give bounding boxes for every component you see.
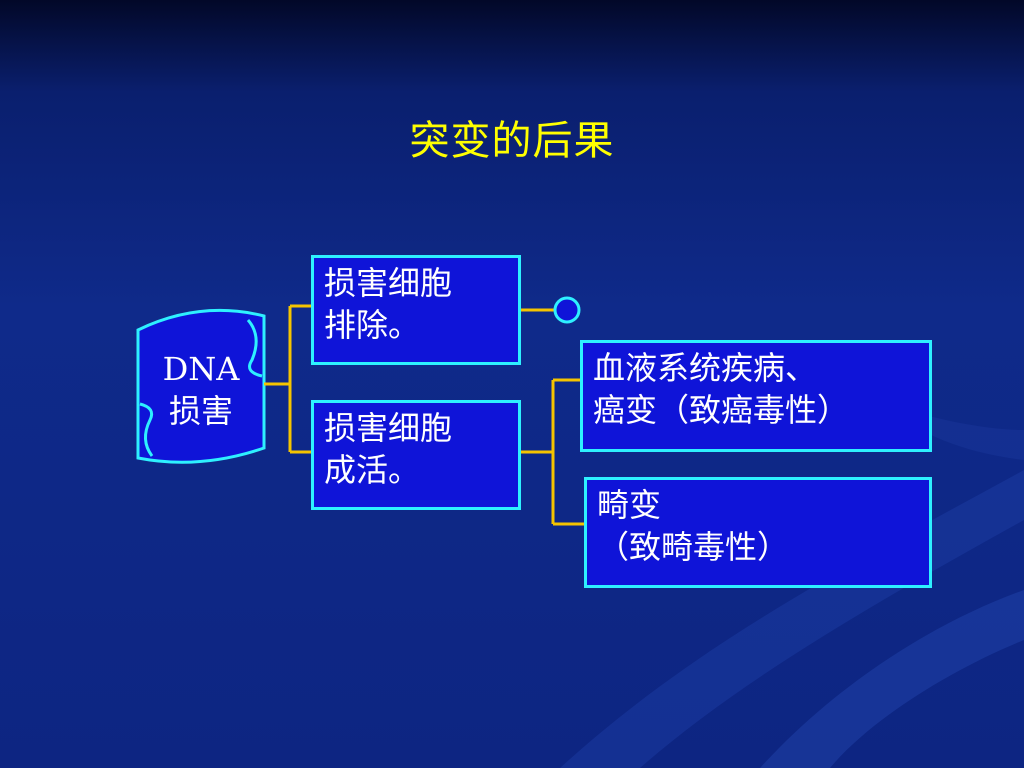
slide-title: 突变的后果: [409, 118, 615, 164]
node-blood-line1: 血液系统疾病、: [593, 349, 818, 387]
dna-label-line2: 损害: [168, 392, 233, 430]
terminal-circle-icon: [553, 296, 581, 324]
node-blood-line2: 癌变（致癌毒性）: [593, 391, 850, 429]
node-cell-eliminated: 损害细胞 排除。: [311, 255, 521, 365]
node-survived-line1: 损害细胞: [324, 409, 453, 447]
node-deform-line2: （致畸毒性）: [597, 528, 790, 566]
node-teratogenic: 畸变 （致畸毒性）: [584, 477, 932, 588]
dna-damage-label: DNA 损害: [138, 348, 264, 432]
node-survived-line2: 成活。: [324, 451, 421, 489]
node-eliminated-line1: 损害细胞: [324, 264, 453, 302]
node-eliminated-line2: 排除。: [324, 306, 421, 344]
node-blood-cancer: 血液系统疾病、 癌变（致癌毒性）: [580, 340, 932, 452]
dna-label-line1: DNA: [162, 350, 240, 388]
scroll-shape-icon: [136, 308, 266, 464]
node-deform-line1: 畸变: [597, 486, 662, 524]
node-cell-survived: 损害细胞 成活。: [311, 400, 521, 510]
